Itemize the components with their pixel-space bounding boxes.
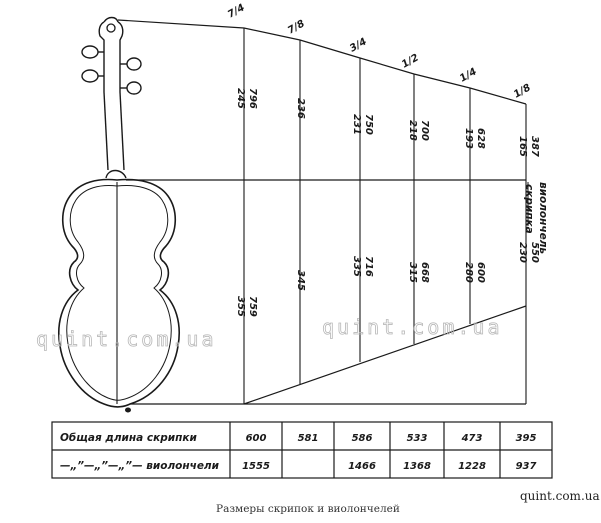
lower-values: 355 759 345 335 716 315 668 280 600 230 … (235, 242, 540, 317)
watermark-text: quint.com.ua (36, 327, 217, 351)
caption: Размеры скрипок и виолончелей (216, 503, 400, 515)
source-label: quint.com.ua (520, 489, 600, 503)
violin-label: скрипка (523, 184, 535, 234)
fraction-label: 1/8 (512, 82, 533, 100)
violin-lower-value: 335 (351, 256, 362, 277)
table-row-label: —„”—„”—„”— виолончели (60, 460, 220, 472)
table-cell: 600 (246, 433, 267, 444)
cello-lower-value: 600 (475, 262, 486, 283)
violin-body (58, 178, 180, 408)
cello-upper-value: 700 (419, 120, 430, 141)
cello-lower-value: 668 (419, 262, 430, 283)
watermark-text: quint.com.ua (322, 315, 503, 339)
measurement-lines (117, 19, 527, 405)
violin-upper-value: 165 (517, 136, 528, 157)
violin-upper-value: 218 (407, 120, 418, 141)
table-cell: 1368 (403, 461, 431, 472)
cello-upper-value: 796 (247, 88, 258, 109)
cello-upper-value: 628 (475, 128, 486, 149)
cello-label: виолончель (537, 182, 549, 254)
table-cell: 473 (461, 433, 483, 444)
size-fractions: 7/4 7/8 3/4 1/2 1/4 1/8 (226, 2, 533, 100)
violin-lower-value: 230 (517, 242, 528, 263)
table-cell: 1466 (348, 461, 376, 472)
violin-lower-value: 315 (407, 262, 418, 283)
table-cell: 586 (352, 433, 373, 444)
cello-upper-value: 750 (363, 114, 374, 135)
violin-lower-value: 345 (295, 270, 306, 291)
violin-drawing (58, 16, 180, 413)
table-cell: 937 (516, 461, 537, 472)
table-cell: 395 (516, 433, 537, 444)
right-labels: скрипка виолончель (523, 182, 549, 254)
lower-slant-line (243, 305, 527, 405)
violin-lower-value: 280 (463, 262, 474, 283)
watermark: quint.com.ua quint.com.ua (36, 315, 503, 352)
fraction-label: 7/8 (286, 18, 307, 36)
violin-end-button (125, 407, 131, 413)
fraction-label: 1/2 (400, 52, 421, 70)
fraction-label: 7/4 (226, 2, 247, 20)
violin-upper-value: 193 (463, 128, 474, 149)
upper-values: 245 796 236 231 750 218 700 193 628 165 … (235, 88, 540, 157)
table-cell: 533 (407, 433, 428, 444)
cello-lower-value: 759 (247, 296, 258, 317)
cello-lower-value: 716 (363, 256, 374, 277)
table-cell: 581 (298, 433, 319, 444)
violin-pegs (81, 45, 142, 95)
top-slant-line (117, 19, 527, 105)
violin-upper-value: 245 (235, 88, 246, 109)
violin-scroll (98, 21, 105, 92)
violin-lower-value: 355 (235, 296, 246, 317)
cello-lower-value: 550 (529, 242, 540, 263)
table-cell: 1555 (242, 461, 270, 472)
table-cell: 1228 (458, 461, 486, 472)
cello-upper-value: 387 (529, 136, 540, 157)
violin-neck (103, 91, 109, 171)
length-table: Общая длина скрипки —„”—„”—„”— виолончел… (51, 421, 553, 479)
violin-upper-value: 236 (295, 98, 306, 119)
table-row-label: Общая длина скрипки (60, 432, 197, 444)
fraction-label: 3/4 (348, 36, 369, 54)
fraction-label: 1/4 (458, 66, 479, 84)
violin-upper-value: 231 (351, 114, 362, 135)
